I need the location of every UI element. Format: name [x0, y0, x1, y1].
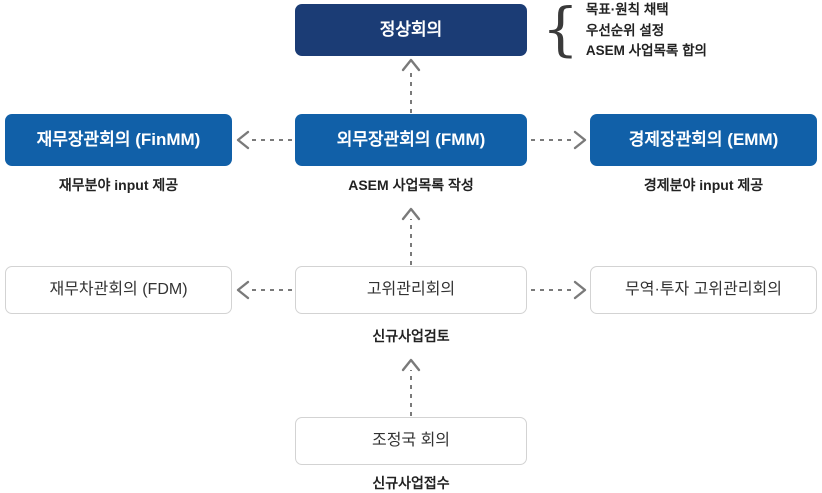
box-coordinators[interactable]: 조정국 회의: [295, 417, 527, 465]
summit-note-line-3: ASEM 사업목록 합의: [585, 43, 707, 59]
arrow-som-to-fmm: [401, 207, 421, 265]
box-summit[interactable]: 정상회의: [295, 4, 527, 56]
arrow-som-to-fdm: [236, 280, 292, 300]
caption-fmm: ASEM 사업목록 작성: [348, 177, 474, 193]
arrow-fmm-to-emm: [531, 130, 587, 150]
summit-note-lines: 목표·원칙 채택 우선순위 설정 ASEM 사업목록 합의: [586, 0, 707, 62]
summit-note-line-1: 목표·원칙 채택: [585, 2, 669, 17]
summit-note-line-2: 우선순위 설정: [585, 22, 665, 38]
arrow-fmm-to-summit: [401, 58, 421, 113]
caption-finmm: 재무분야 input 제공: [58, 177, 179, 193]
box-somti[interactable]: 무역·투자 고위관리회의: [590, 266, 817, 314]
summit-note: { 목표·원칙 채택 우선순위 설정 ASEM 사업목록 합의: [542, 0, 707, 62]
caption-coordinators: 신규사업접수: [372, 475, 450, 491]
box-fmm[interactable]: 외무장관회의 (FMM): [295, 114, 527, 166]
box-som[interactable]: 고위관리회의: [295, 266, 527, 314]
box-fdm[interactable]: 재무차관회의 (FDM): [5, 266, 232, 314]
curly-brace-icon: {: [542, 0, 579, 63]
arrow-som-to-somti: [531, 280, 587, 300]
box-emm[interactable]: 경제장관회의 (EMM): [590, 114, 817, 166]
arrow-coordinators-to-som: [401, 358, 421, 416]
caption-som: 신규사업검토: [372, 328, 450, 344]
caption-emm: 경제분야 input 제공: [643, 177, 764, 193]
box-finmm[interactable]: 재무장관회의 (FinMM): [5, 114, 232, 166]
arrow-fmm-to-finmm: [236, 130, 292, 150]
